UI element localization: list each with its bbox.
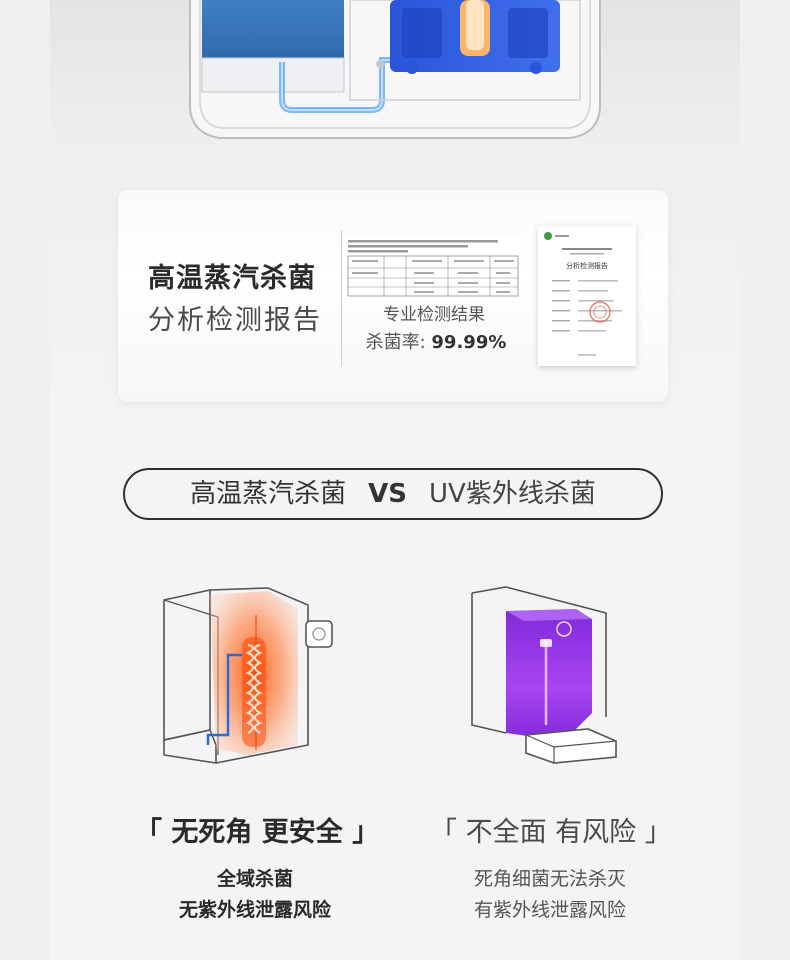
left-desc-line2: 无紫外线泄露风险 <box>178 899 331 921</box>
right-desc-line2: 有紫外线泄露风险 <box>473 899 626 921</box>
rate-value: 99.99% <box>431 332 507 353</box>
right-description: 死角细菌无法杀灭 有紫外线泄露风险 <box>430 864 670 926</box>
left-desc-line1: 全域杀菌 <box>216 868 293 890</box>
right-desc-line1: 死角细菌无法杀灭 <box>473 868 626 890</box>
rate-label: 杀菌率: <box>365 332 426 353</box>
report-table-thumbnail <box>344 236 522 300</box>
vs-label: VS <box>368 479 408 509</box>
product-detail-page: 高温蒸汽杀菌 分析检测报告 <box>50 0 740 960</box>
compare-right-label: UV紫外线杀菌 <box>429 479 596 509</box>
report-document-thumbnail: 分析检测报告 <box>538 226 636 366</box>
card-divider <box>341 230 342 366</box>
left-description: 全域杀菌 无紫外线泄露风险 <box>135 864 375 926</box>
uv-sterilization-illustration <box>471 586 617 764</box>
comparison-banner: 高温蒸汽杀菌 VS UV紫外线杀菌 <box>123 468 663 520</box>
steam-sterilization-illustration <box>163 587 333 764</box>
result-label: 专业检测结果 <box>383 305 485 325</box>
card-title-line2: 分析检测报告 <box>148 305 322 336</box>
report-document-drawing: 分析检测报告 <box>544 232 622 356</box>
report-heading: 分析检测报告 <box>566 261 608 270</box>
test-report-card: 高温蒸汽杀菌 分析检测报告 <box>118 190 668 402</box>
sterilization-rate: 杀菌率: 99.99% <box>346 328 526 354</box>
left-slogan: 「 无死角 更安全 」 <box>135 817 380 848</box>
card-title-line1: 高温蒸汽杀菌 <box>148 263 316 294</box>
compare-left-label: 高温蒸汽杀菌 <box>190 479 347 509</box>
right-slogan: 「 不全面 有风险 」 <box>430 817 672 848</box>
dispenser-cutaway-illustration <box>189 0 601 139</box>
